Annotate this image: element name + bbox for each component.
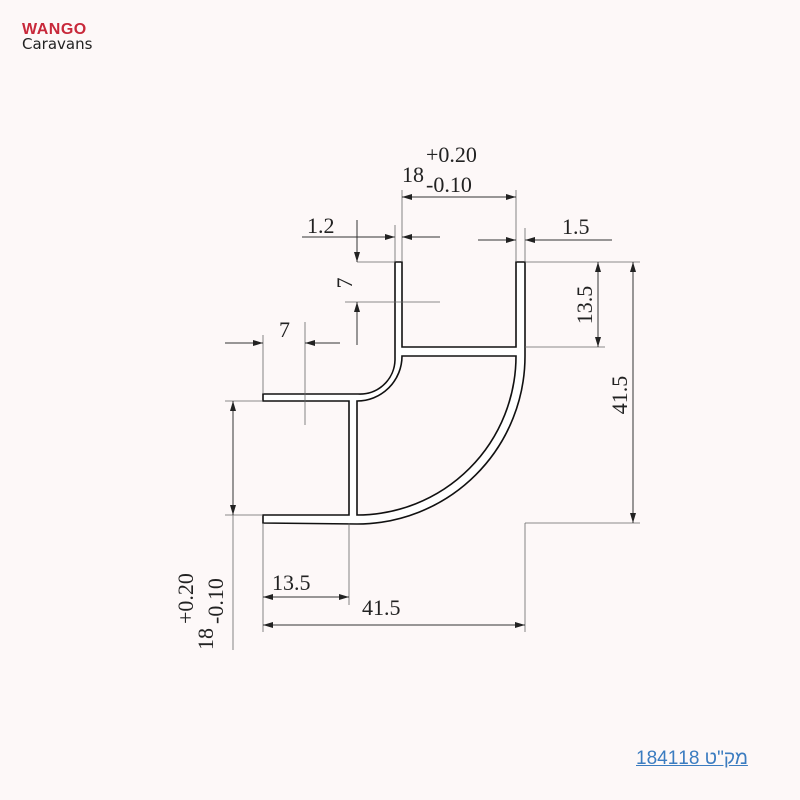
dim-left-leg-value: 7 xyxy=(279,317,290,342)
dim-left-lower-tol: -0.10 xyxy=(203,578,228,624)
dim-top-leg-depth: 7 xyxy=(332,220,440,345)
dim-top-width: 18 +0.20 -0.10 xyxy=(401,142,517,262)
dim-top-nominal: 18 xyxy=(402,162,424,187)
dim-bottom-total: 41.5 xyxy=(263,523,526,632)
dim-right-upper-value: 13.5 xyxy=(572,286,597,325)
aluminium-profile xyxy=(262,261,526,525)
dim-top-leg-value: 7 xyxy=(332,278,357,289)
dim-wall-right: 1.5 xyxy=(478,214,612,262)
logo-caravans: Caravans xyxy=(22,35,93,53)
brand-logo: WANGO Caravans xyxy=(22,22,92,52)
dim-bottom-left: 13.5 xyxy=(262,523,350,632)
dim-left-height: 18 +0.20 -0.10 xyxy=(173,400,263,650)
dim-left-nominal: 18 xyxy=(193,628,218,650)
dim-left-upper-tol: +0.20 xyxy=(173,573,198,624)
sku-link[interactable]: מק"ט 184118 xyxy=(636,748,748,769)
dim-right-upper: 13.5 xyxy=(525,261,640,348)
dim-bottom-left-value: 13.5 xyxy=(272,570,311,595)
dim-right-total-value: 41.5 xyxy=(607,376,632,415)
dim-top-lower-tol: -0.10 xyxy=(426,172,472,197)
logo-wango: WANGO xyxy=(22,21,87,38)
dim-bottom-total-value: 41.5 xyxy=(362,595,401,620)
dim-top-upper-tol: +0.20 xyxy=(426,142,477,167)
dim-wall-left: 1.2 xyxy=(302,213,440,262)
dim-wall-left-value: 1.2 xyxy=(307,213,335,238)
dim-left-leg-depth: 7 xyxy=(225,317,340,425)
dim-wall-right-value: 1.5 xyxy=(562,214,590,239)
dim-right-total: 41.5 xyxy=(525,262,640,524)
